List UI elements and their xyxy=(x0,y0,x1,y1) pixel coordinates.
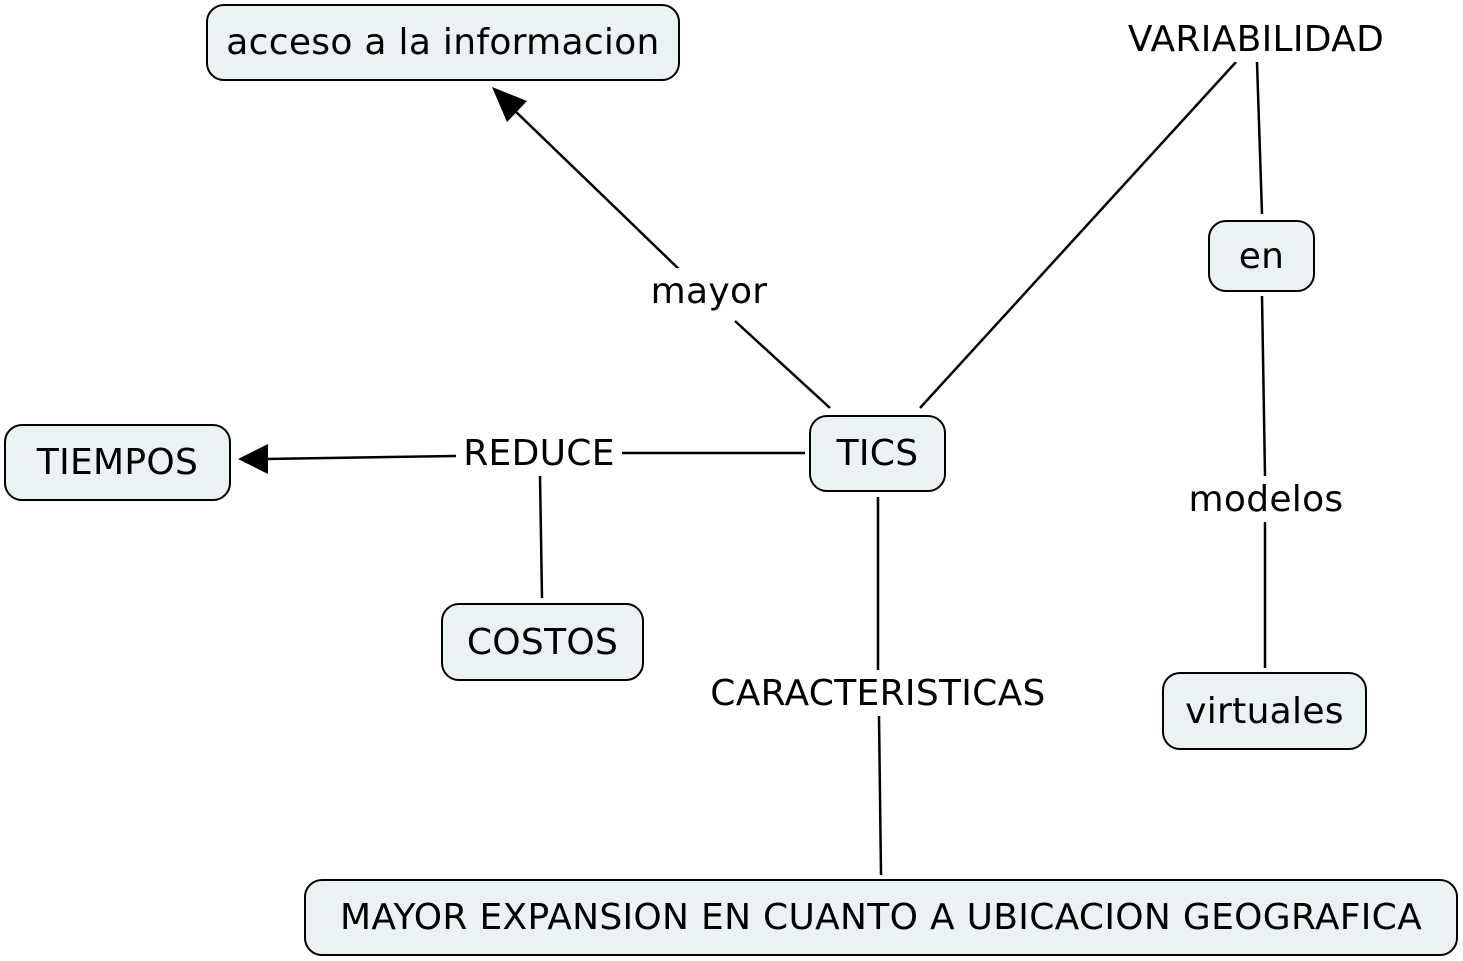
connector-reduce-costos xyxy=(538,475,544,599)
link-label-variabilidad: VARIABILIDAD xyxy=(1110,16,1402,62)
connector-caracteristicas-expansion xyxy=(877,715,883,876)
arrowhead-acceso xyxy=(492,87,527,122)
concept-tiempos: TIEMPOS xyxy=(4,424,231,501)
connector-variabilidad-en xyxy=(1255,61,1264,215)
arrowhead-tiempos xyxy=(238,444,268,474)
concept-mayor-expansion: MAYOR EXPANSION EN CUANTO A UBICACION GE… xyxy=(304,879,1458,956)
connector-tics-variabilidad xyxy=(919,61,1237,409)
concept-en: en xyxy=(1208,220,1315,292)
connector-reduce-tiempos xyxy=(264,454,457,461)
link-label-modelos: modelos xyxy=(1182,476,1350,522)
connector-en-modelos xyxy=(1260,295,1267,477)
concept-costos: COSTOS xyxy=(441,603,644,681)
concept-tics: TICS xyxy=(809,415,946,492)
link-label-mayor: mayor xyxy=(640,268,778,314)
concept-acceso-a-la-informacion: acceso a la informacion xyxy=(206,4,680,81)
link-label-caracteristicas: CARACTERISTICAS xyxy=(696,670,1060,716)
connector-mayor-acceso xyxy=(511,107,685,275)
link-label-reduce: REDUCE xyxy=(458,430,620,476)
concept-virtuales: virtuales xyxy=(1162,672,1367,750)
connector-tics-mayor xyxy=(734,320,831,409)
